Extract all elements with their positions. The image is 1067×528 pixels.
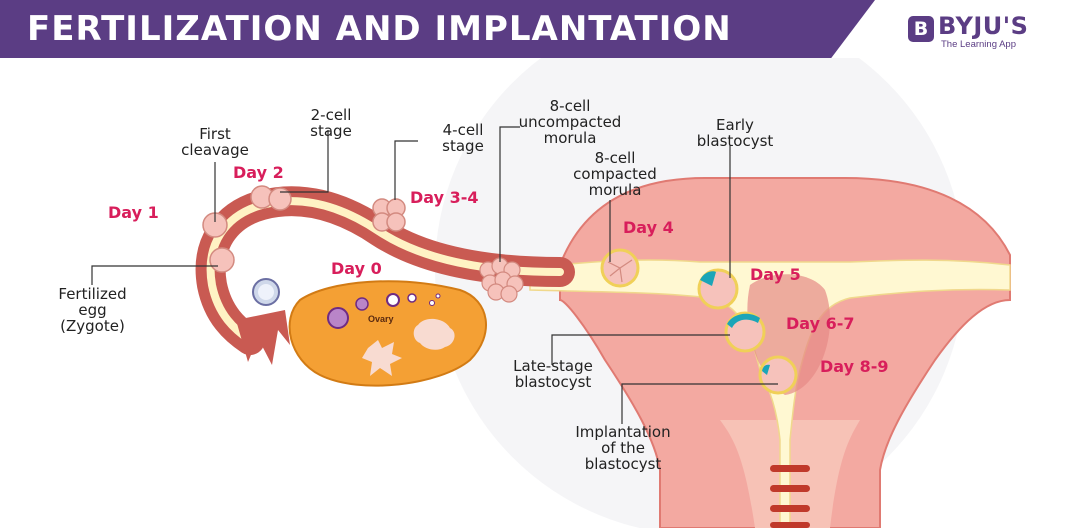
embryo-8-cell-compacted [602, 250, 638, 286]
label-8-cell-uncompacted-morula: 8-cell uncompacted morula [505, 98, 635, 146]
day-label-2: Day 2 [233, 163, 284, 182]
early-blastocyst [699, 270, 737, 308]
label-first-cleavage: First cleavage [150, 126, 280, 158]
ovary-label: Ovary [368, 314, 394, 324]
day-label-8-9: Day 8-9 [820, 357, 889, 376]
label-late-stage-blastocyst: Late-stage blastocyst [488, 358, 618, 390]
label-early-blastocyst: Early blastocyst [665, 117, 805, 149]
byjus-logo: B BYJU'S The Learning App [908, 12, 1058, 56]
page-title: FERTILIZATION AND IMPLANTATION [27, 9, 732, 49]
label-fertilized-egg: Fertilized egg (Zygote) [35, 286, 150, 334]
day-label-5: Day 5 [750, 265, 801, 284]
logo-tagline: The Learning App [941, 39, 1016, 50]
day-label-4: Day 4 [623, 218, 674, 237]
label-4-cell-stage: 4-cell stage [418, 122, 508, 154]
logo-mark: B [908, 16, 934, 42]
day-label-0: Day 0 [331, 259, 382, 278]
embryo-2-cell [251, 186, 291, 210]
day-label-1: Day 1 [108, 203, 159, 222]
late-blastocyst [726, 313, 764, 351]
logo-name: BYJU'S [938, 12, 1028, 40]
label-implantation: Implantation of the blastocyst [548, 424, 698, 472]
zygote [253, 279, 279, 305]
day-label-3-4: Day 3-4 [410, 188, 479, 207]
label-2-cell-stage: 2-cell stage [286, 107, 376, 139]
embryo-4-cell [373, 199, 405, 231]
day-label-6-7: Day 6-7 [786, 314, 855, 333]
implanting-blastocyst [760, 357, 796, 393]
label-8-cell-compacted-morula: 8-cell compacted morula [540, 150, 690, 198]
